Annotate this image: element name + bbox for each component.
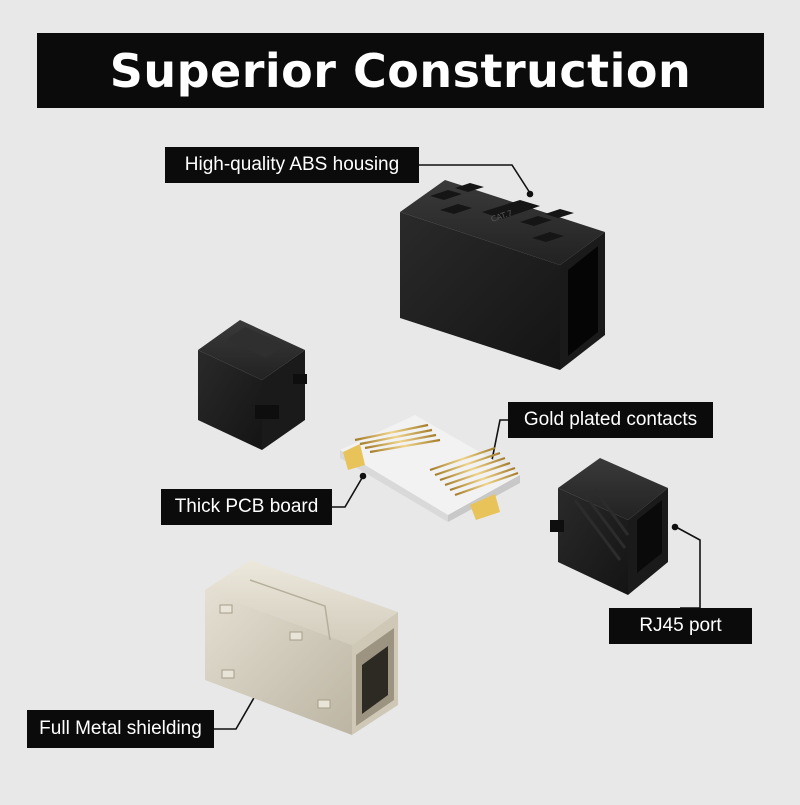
page-title: Superior Construction xyxy=(37,33,764,108)
callout-port: RJ45 port xyxy=(609,608,752,644)
pcb-board-illustration xyxy=(340,415,520,522)
callout-pcb: Thick PCB board xyxy=(161,489,332,525)
callout-housing: High-quality ABS housing xyxy=(165,147,419,183)
left-jack-illustration xyxy=(198,320,307,450)
right-jack-illustration xyxy=(550,458,668,595)
metal-shield-illustration xyxy=(205,560,398,735)
callout-shielding: Full Metal shielding xyxy=(27,710,214,748)
abs-housing-illustration: CAT.7 xyxy=(400,180,605,370)
callout-contacts: Gold plated contacts xyxy=(508,402,713,438)
